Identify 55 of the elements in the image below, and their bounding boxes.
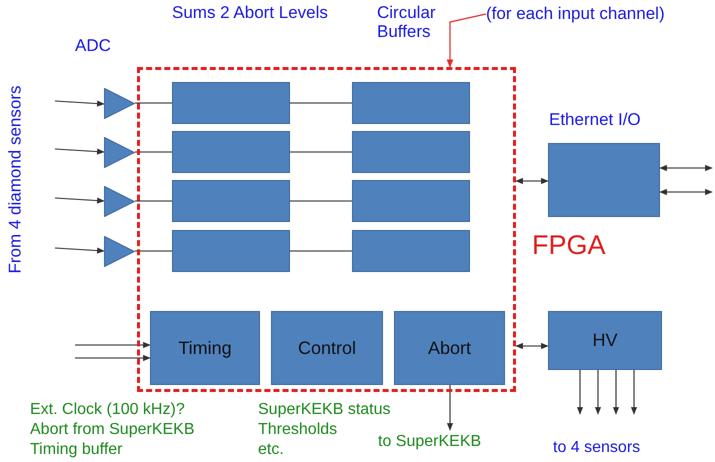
boundary-title: FPGA	[532, 230, 606, 260]
block-heading: Ethernet I/O	[549, 110, 641, 129]
annotation-text: to 4 sensors	[553, 438, 640, 457]
connector-line	[290, 250, 352, 252]
amplifier-triangle	[104, 186, 135, 217]
arrow	[659, 164, 713, 172]
arrow	[446, 385, 454, 431]
annotation-text: Abort from SuperKEKB	[30, 420, 195, 439]
note-text: (for each input channel)	[486, 4, 666, 44]
arrow	[54, 247, 105, 254]
process-block	[172, 82, 290, 124]
connector-line	[290, 200, 352, 202]
connector-line	[135, 151, 172, 153]
column-heading: ADC	[75, 36, 111, 55]
column-heading: Circular Buffers	[377, 3, 437, 41]
input-caption: From 4 diamond sensors	[6, 84, 24, 274]
process-block	[172, 230, 290, 272]
arrow	[54, 148, 105, 155]
annotation-text: Ext. Clock (100 kHz)?	[30, 400, 185, 419]
arrow	[659, 188, 713, 196]
pointer-arrow	[446, 13, 486, 68]
process-block: Control	[271, 311, 383, 385]
arrow	[54, 197, 105, 204]
annotation-text: SuperKEKB status	[258, 400, 391, 419]
process-block	[352, 180, 470, 222]
connector-line	[135, 102, 172, 104]
arrow	[54, 100, 105, 107]
process-block	[352, 230, 470, 272]
amplifier-triangle	[104, 137, 135, 168]
process-block	[352, 131, 470, 173]
arrow	[630, 370, 638, 415]
process-block: Abort	[394, 311, 505, 385]
arrow	[75, 354, 151, 362]
process-block	[172, 131, 290, 173]
annotation-text: etc.	[258, 440, 284, 459]
column-heading: Sums 2 Abort Levels	[172, 3, 329, 22]
process-block: Timing	[150, 311, 260, 385]
arrow	[612, 370, 620, 415]
connector-line	[290, 151, 352, 153]
edge-label: to SuperKEKB	[378, 432, 482, 451]
arrow	[515, 342, 549, 350]
connector-line	[135, 200, 172, 202]
annotation-text: Timing buffer	[30, 440, 122, 459]
arrow	[75, 342, 151, 348]
connector-line	[135, 250, 172, 252]
amplifier-triangle	[104, 88, 135, 119]
amplifier-triangle	[104, 236, 135, 267]
process-block	[352, 82, 470, 124]
arrow	[594, 370, 602, 415]
arrow	[515, 178, 549, 184]
arrow	[576, 370, 584, 415]
process-block: HV	[548, 311, 662, 370]
connector-line	[290, 102, 352, 104]
process-block	[172, 180, 290, 222]
annotation-text: Thresholds	[258, 420, 338, 439]
